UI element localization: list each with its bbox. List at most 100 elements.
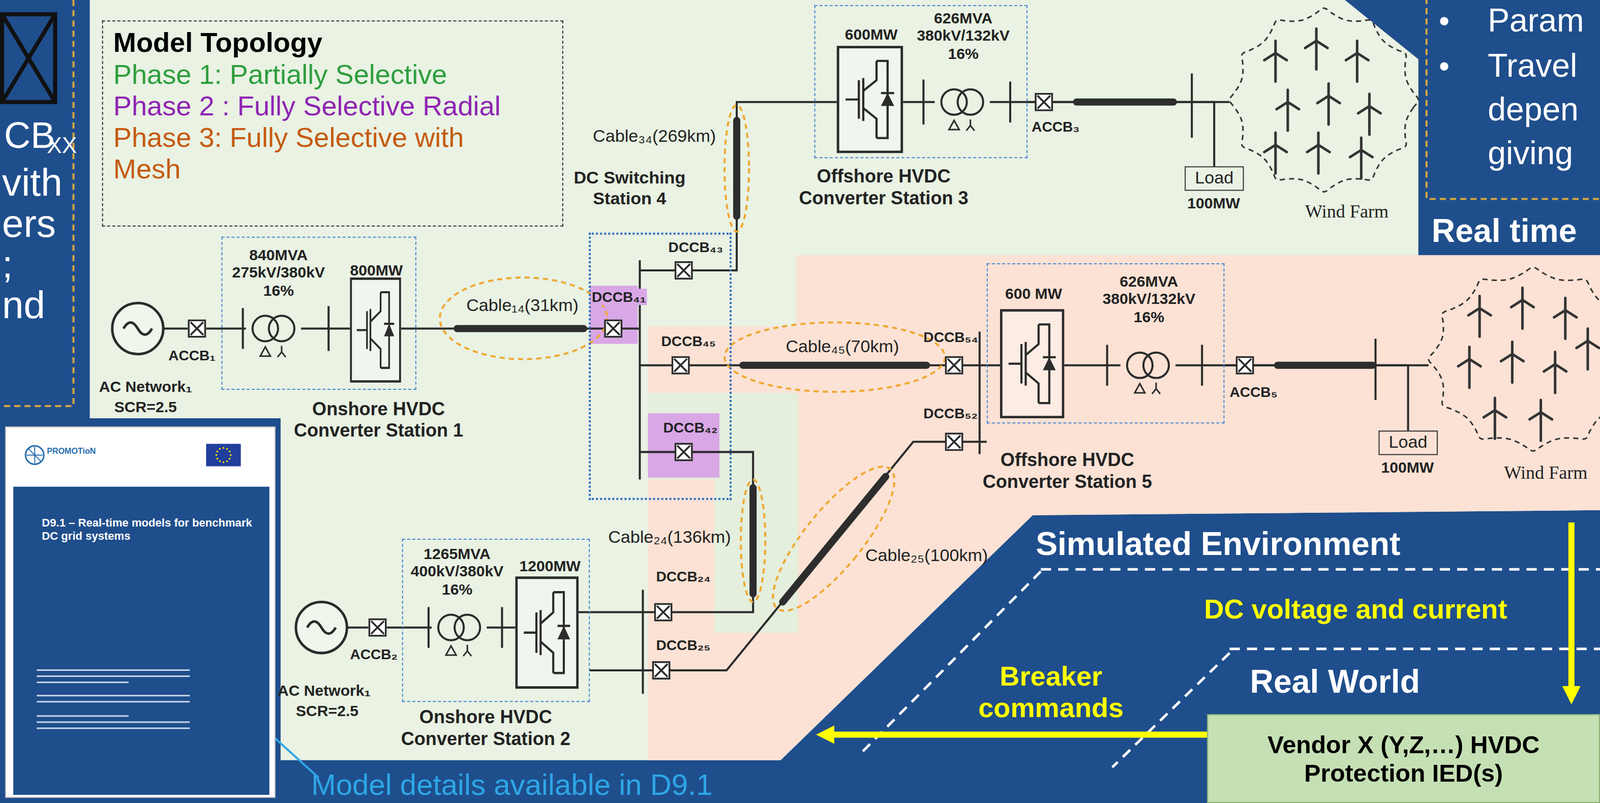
converter-symbol <box>516 578 578 688</box>
label-text: XX <box>46 132 77 159</box>
cable-highlight-ellipse <box>755 450 913 627</box>
turbine-symbol <box>1264 132 1287 174</box>
cable-connector <box>1027 102 1215 167</box>
transformer-symbol <box>252 315 295 357</box>
breaker-symbol <box>945 356 963 374</box>
report-cover-art <box>13 487 270 796</box>
converter-station: 1265MVA 400kV/380kV 16%1200MWOnshore HVD… <box>402 538 590 703</box>
report-cover-art <box>36 715 129 717</box>
breaker-symbol <box>188 94 1254 680</box>
node-text: 1265MVA 400kV/380kV 16% <box>410 545 504 598</box>
label-text: ACCB₁ <box>168 347 216 364</box>
label-text: ers <box>2 202 56 248</box>
breaker-symbol <box>672 356 689 374</box>
label-text: AC Network₁ <box>277 681 371 700</box>
node-text: 1200MW <box>519 557 581 576</box>
phase1-region <box>89 0 1600 761</box>
turbine-symbol <box>1345 40 1369 82</box>
cable-highlight-ellipse <box>724 322 946 392</box>
breaker-symbol <box>1236 356 1254 374</box>
node-text: Phase 3: Fully Selective with Mesh <box>113 122 532 187</box>
breaker-legend-symbol <box>2 14 55 103</box>
cable-label: Cable₂₄(136km) <box>608 527 731 548</box>
report-cover-art <box>36 721 190 723</box>
switching-station: DC Switching Station 4 <box>588 232 732 501</box>
label-text: depen <box>1487 91 1579 129</box>
turbine-symbol <box>1357 94 1381 135</box>
report-cover: PROMOTioND9.1 – Real-time models for ben… <box>5 426 276 799</box>
label-text: Param <box>1487 2 1584 40</box>
transformer-symbol <box>438 615 480 657</box>
cable-connector <box>1224 365 1408 431</box>
cable-connector <box>731 102 815 271</box>
cable-label: Cable₂₅(100km) <box>865 546 988 566</box>
node-text: DC Switching Station 4 <box>558 168 702 208</box>
report-cover-art <box>228 450 231 454</box>
turbine-symbol <box>1305 28 1328 70</box>
label-text: AC Network₁ <box>99 377 193 396</box>
label-text: Breaker commands <box>974 661 1128 726</box>
node-text: Vendor X (Y,Z,…) HVDC Protection IED(s) <box>1234 730 1572 788</box>
label-text: DCCB₅₄ <box>923 328 978 345</box>
label-text: ACCB₂ <box>349 646 398 663</box>
report-cover-art <box>36 681 129 684</box>
label-text: DCCB₄₃ <box>668 238 724 256</box>
report-cover-art <box>226 447 229 450</box>
report-cover-art <box>219 447 222 450</box>
turbine-symbol <box>1264 28 1599 441</box>
node-text: Phase 1: Partially Selective <box>113 59 532 92</box>
label-text: DC voltage and current <box>1203 593 1507 626</box>
measurement-arrow <box>1568 522 1575 690</box>
node-text: Onshore HVDC Converter Station 2 <box>391 707 581 750</box>
turbine-symbol <box>1529 400 1553 441</box>
label-text: vith <box>2 161 63 206</box>
converter-symbol <box>837 46 902 153</box>
load-box: Load100MW <box>1378 430 1438 455</box>
label-text: SCR=2.5 <box>114 398 177 416</box>
label-text: Real World <box>1250 663 1421 702</box>
turbine-symbol <box>1576 328 1599 370</box>
transformer-symbol <box>941 89 983 131</box>
node-text: Load <box>1194 168 1234 189</box>
phase3-region <box>647 255 1600 761</box>
report-cover-art <box>222 461 225 464</box>
label-text: nd <box>2 283 46 329</box>
converter-station: 600MW626MVA 380kV/132kV 16%Offshore HVDC… <box>814 5 1028 159</box>
converter-station: 840MVA 275kV/380kV 16%800MWOnshore HVDC … <box>221 236 417 390</box>
ac-source-symbol <box>295 601 347 653</box>
node-text: Phase 2 : Fully Selective Radial <box>113 91 532 123</box>
turbine-symbol <box>1276 89 1300 131</box>
breaker-symbol <box>652 662 670 680</box>
cable-highlight-ellipse <box>740 479 766 603</box>
node-text: 840MVA 275kV/380kV 16% <box>232 246 325 299</box>
report-cover-art <box>229 454 232 457</box>
wire <box>163 73 1376 695</box>
node-text: 600MW <box>844 25 898 44</box>
label-text: • <box>1438 48 1450 84</box>
breaker-symbol <box>369 619 386 637</box>
turbine-symbol <box>1264 40 1287 82</box>
turbine-symbol <box>1500 342 1524 383</box>
label-text: • <box>1438 4 1450 40</box>
label-text: ACCB₅ <box>1229 383 1278 401</box>
label-text: DCCB₂₅ <box>656 637 711 654</box>
node-text: Model Topology <box>113 27 532 59</box>
report-cover-art <box>219 460 222 463</box>
command-arrow <box>830 731 1208 738</box>
breaker-symbol <box>945 433 963 451</box>
report-cover-art <box>26 446 43 464</box>
node-text: Load <box>1389 432 1428 453</box>
label-text: Real time <box>1431 212 1578 251</box>
breaker-symbol <box>675 443 692 461</box>
wind-farm-outline <box>1229 8 1418 192</box>
node-text: 626MVA 380kV/132kV 16% <box>916 9 1010 63</box>
turbine-symbol <box>1317 83 1340 125</box>
label-text: SCR=2.5 <box>295 702 359 720</box>
node-text: Offshore HVDC Converter Station 3 <box>789 166 978 209</box>
converter-station: 600 MW626MVA 380kV/132kV 16%Offshore HVD… <box>986 263 1225 424</box>
wind-farm: Wind Farm <box>1229 8 1418 228</box>
turbine-symbol <box>1307 132 1330 174</box>
turbine-symbol <box>1468 295 1491 337</box>
turbine-symbol <box>1554 297 1577 339</box>
